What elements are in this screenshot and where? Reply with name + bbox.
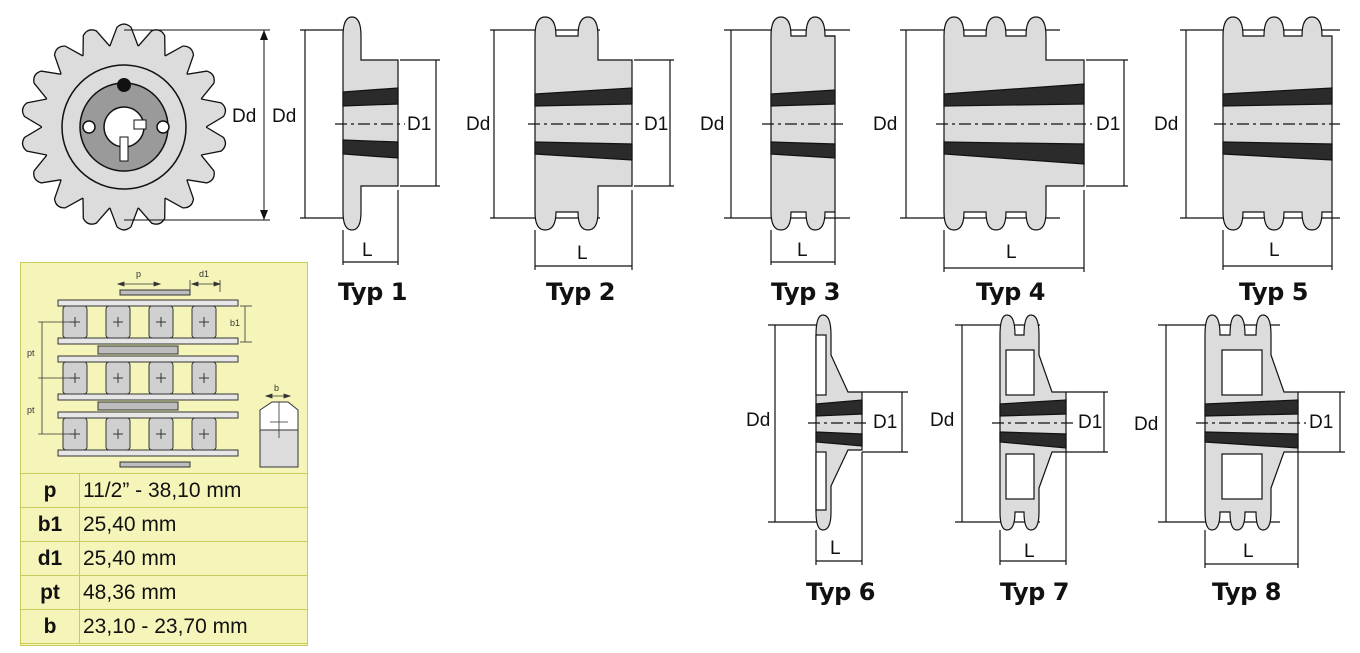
typ8-title: Typ 8 <box>1212 578 1281 606</box>
link-plate <box>57 411 239 419</box>
typ3-l-label: L <box>797 240 808 261</box>
chain-b-label: b <box>274 383 279 393</box>
screw-hole-left <box>82 120 96 134</box>
typ8-dd-label: Dd <box>1134 414 1159 435</box>
front-dd-label: Dd <box>232 106 257 127</box>
typ4-l-label: L <box>1006 242 1017 263</box>
sprocket-front-view <box>21 23 270 231</box>
link-plate <box>57 355 239 363</box>
typ2-title: Typ 2 <box>546 278 615 306</box>
screw-hole-right <box>156 120 170 134</box>
typ6-drawing <box>768 314 908 565</box>
typ5-l-label: L <box>1269 240 1280 261</box>
chain-d1-label: d1 <box>199 269 209 279</box>
typ6-title: Typ 6 <box>806 578 875 606</box>
chain-pt-label-2: pt <box>27 405 35 415</box>
typ1-d1-label: D1 <box>407 114 432 135</box>
typ4-title: Typ 4 <box>976 278 1045 306</box>
typ7-dd-label: Dd <box>930 410 955 431</box>
typ1-title: Typ 1 <box>338 278 407 306</box>
typ8-d1-label: D1 <box>1309 412 1334 433</box>
typ7-drawing <box>955 314 1108 565</box>
typ1-l-label: L <box>362 240 373 261</box>
spec-key: d1 <box>20 541 80 576</box>
link-plate <box>57 393 239 401</box>
spec-value: 23,10 - 23,70 mm <box>79 609 308 644</box>
typ3-title: Typ 3 <box>771 278 840 306</box>
typ2-l-label: L <box>577 243 588 264</box>
typ7-title: Typ 7 <box>1000 578 1069 606</box>
typ5-drawing <box>1180 16 1340 270</box>
typ1-dd-label: Dd <box>272 106 297 127</box>
typ3-drawing <box>724 16 850 265</box>
typ6-d1-label: D1 <box>873 412 898 433</box>
spec-key: p <box>20 473 80 508</box>
typ7-l-label: L <box>1024 541 1035 562</box>
keyway <box>133 119 147 130</box>
typ5-title: Typ 5 <box>1239 278 1308 306</box>
typ4-d1-label: D1 <box>1096 114 1121 135</box>
spec-key: pt <box>20 575 80 610</box>
chain-pt-label-1: pt <box>27 348 35 358</box>
pin-bar <box>97 345 179 355</box>
spec-value: 25,40 mm <box>79 507 308 542</box>
chain-p-label: p <box>136 269 141 279</box>
spec-value: 11/2” - 38,10 mm <box>79 473 308 508</box>
typ2-drawing <box>490 16 674 270</box>
typ8-drawing <box>1158 314 1345 568</box>
typ5-dd-label: Dd <box>1154 114 1179 135</box>
link-plate <box>57 299 239 307</box>
spec-value: 48,36 mm <box>79 575 308 610</box>
link-plate <box>57 337 239 345</box>
typ2-d1-label: D1 <box>644 114 669 135</box>
bush-slot <box>119 136 129 162</box>
spec-key: b <box>20 609 80 644</box>
typ3-dd-label: Dd <box>700 114 725 135</box>
typ2-dd-label: Dd <box>466 114 491 135</box>
spec-value: 25,40 mm <box>79 541 308 576</box>
typ6-dd-label: Dd <box>746 410 771 431</box>
spec-key: b1 <box>20 507 80 542</box>
link-plate <box>57 449 239 457</box>
set-screw <box>117 78 131 92</box>
pin-bar <box>97 401 179 411</box>
typ7-d1-label: D1 <box>1078 412 1103 433</box>
roller-section <box>259 401 299 468</box>
typ6-l-label: L <box>830 538 841 559</box>
typ1-drawing <box>300 16 440 265</box>
typ4-dd-label: Dd <box>873 114 898 135</box>
typ4-drawing <box>900 16 1128 272</box>
chain-b1-label: b1 <box>230 318 240 328</box>
typ8-l-label: L <box>1243 541 1254 562</box>
triple-chain-diagram: p d1 b1 pt pt b <box>27 269 299 468</box>
